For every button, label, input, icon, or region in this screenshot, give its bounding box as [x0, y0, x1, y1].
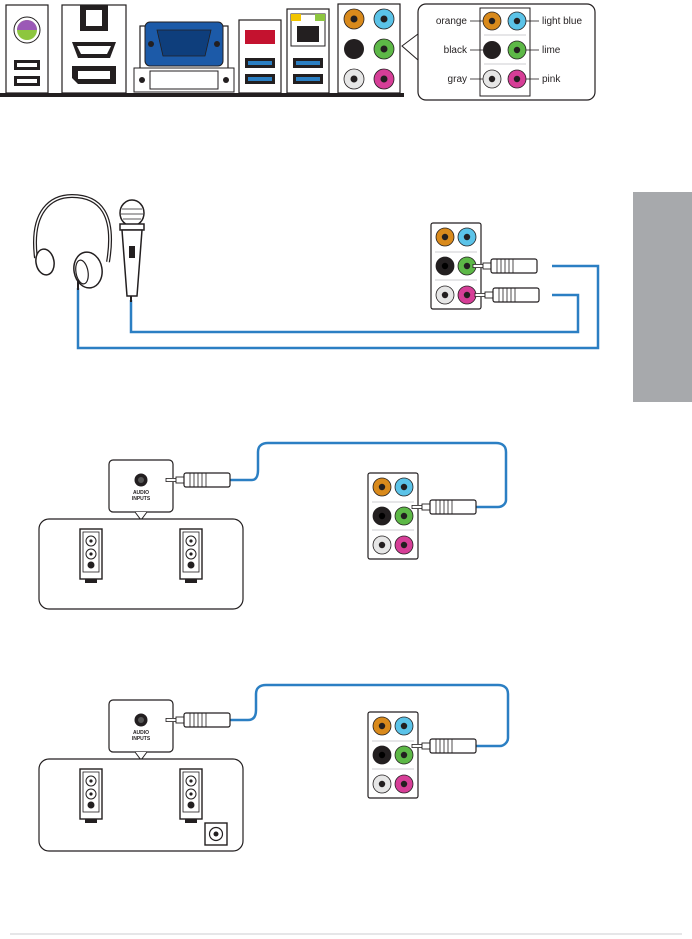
esata-usb3-module [238, 19, 282, 94]
subwoofer-icon [204, 822, 228, 846]
right-speaker-icon [179, 528, 203, 584]
left-speaker-icon-2 [79, 768, 103, 824]
microphone-icon [119, 199, 145, 302]
rear-io-panel [0, 3, 404, 97]
two-point-one-speaker-diagram: AUDIO INPUTS [38, 683, 510, 852]
headphone-mic-diagram [33, 193, 600, 350]
audio-inputs-label-line1-2: AUDIO [133, 730, 149, 736]
hdmi-displayport-module [61, 4, 127, 94]
legend-light-blue: light blue [542, 16, 582, 27]
audio-inputs-label-line2: INPUTS [132, 496, 151, 502]
legend-black: black [444, 45, 468, 56]
left-speaker-icon [79, 528, 103, 584]
section-side-tab [633, 192, 692, 402]
lan-usb3-module [286, 8, 330, 94]
audio-inputs-label-line2-2: INPUTS [132, 736, 151, 742]
legend-gray: gray [448, 74, 467, 85]
two-channel-speaker-diagram: AUDIO INPUTS [38, 441, 508, 610]
legend-pink: pink [542, 74, 561, 85]
jack-color-legend: orange black gray light blue lime pink [401, 3, 596, 101]
audio-inputs-label-line1: AUDIO [133, 490, 149, 496]
vga-dvi-module [133, 21, 235, 93]
ps2-usb-module [5, 4, 49, 94]
headphones-icon [33, 193, 113, 290]
legend-orange: orange [436, 16, 468, 27]
io-audio-jacks [337, 3, 401, 94]
legend-lime: lime [542, 45, 561, 56]
right-speaker-icon-2 [179, 768, 203, 824]
